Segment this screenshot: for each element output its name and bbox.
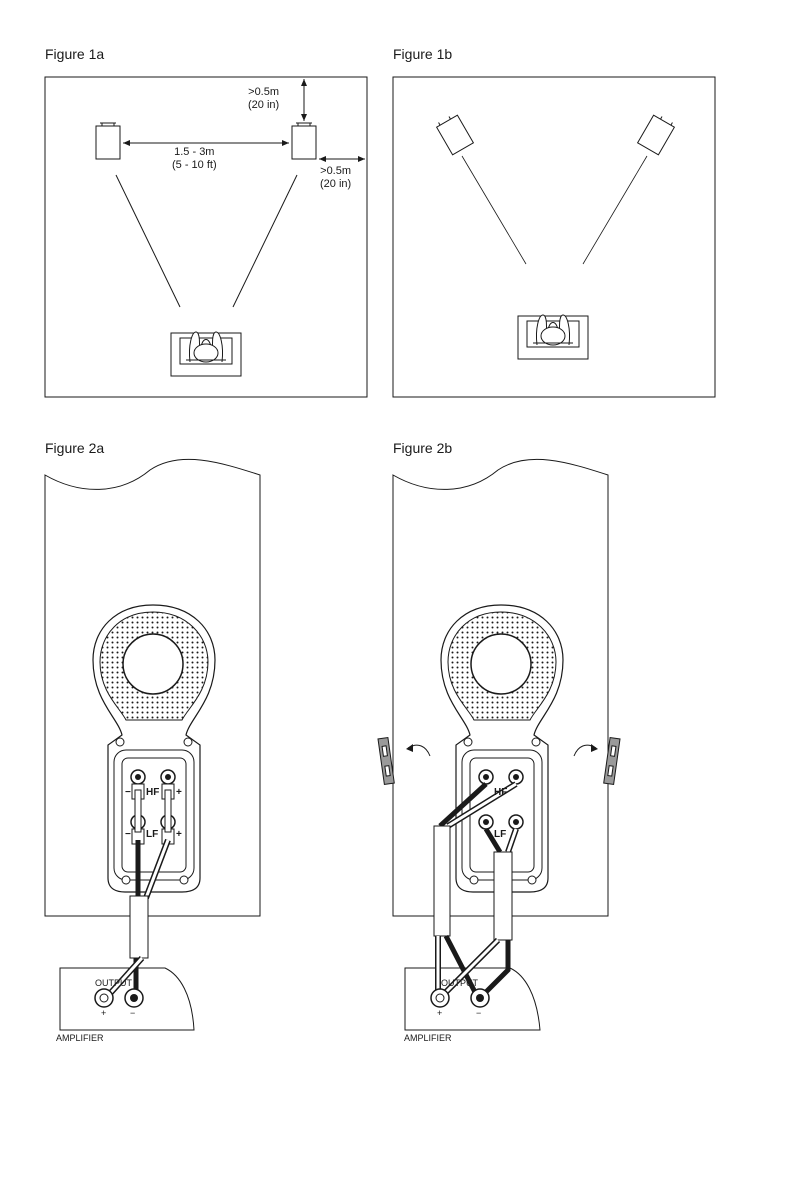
hf-label-2b: HF (494, 787, 507, 798)
cable-sheath-hf-2b (434, 826, 450, 936)
removed-link-left (378, 738, 394, 785)
port-2b (471, 634, 531, 694)
lf-label-2b: LF (494, 829, 506, 840)
amp-minus-label-2b: − (476, 1008, 481, 1018)
amplifier-label-2b: AMPLIFIER (404, 1033, 452, 1043)
output-label-2b: OUTPUT (441, 978, 478, 988)
cable-sheath-lf-2b (494, 852, 512, 940)
amp-plus-label-2b: + (437, 1008, 442, 1018)
